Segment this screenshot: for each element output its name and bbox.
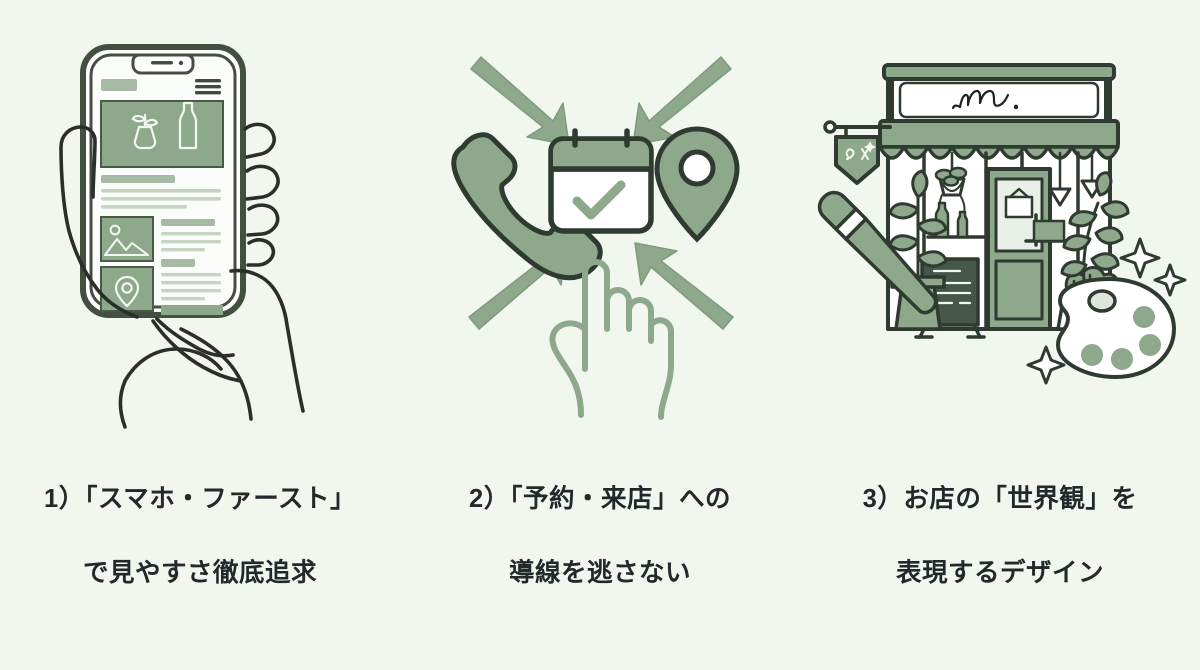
caption-1: 1）「スマホ・ファースト」 で見やすさ徹底追求 bbox=[0, 444, 400, 629]
arrow-top-left bbox=[470, 56, 570, 146]
pointing-hand-cursor-icon[interactable] bbox=[549, 259, 674, 420]
climbing-vine bbox=[1060, 171, 1130, 283]
arrow-bottom-right bbox=[634, 242, 734, 330]
illustration-conversion-actions bbox=[400, 14, 800, 444]
bottom-bar bbox=[161, 305, 223, 315]
caption-3: 3）お店の「世界観」を 表現するデザイン bbox=[800, 444, 1200, 629]
arrow-top-right bbox=[632, 56, 732, 146]
script-logo-scribble bbox=[951, 89, 1019, 110]
phone-screen-content bbox=[100, 79, 224, 315]
smartphone-scene-svg bbox=[59, 44, 305, 429]
text-lines-right bbox=[161, 219, 221, 301]
caption-2-line-2: 導線を逃さない bbox=[508, 558, 691, 587]
panel-2: 2）「予約・来店」への 導線を逃さない bbox=[400, 0, 800, 670]
hero-image-block bbox=[100, 100, 224, 168]
bottle-icon bbox=[178, 101, 198, 150]
shop-signboard bbox=[882, 63, 1116, 123]
shop-door[interactable] bbox=[986, 167, 1052, 331]
calendar-check-icon[interactable] bbox=[548, 128, 654, 234]
photo-thumbnail-icon[interactable] bbox=[100, 216, 154, 262]
caption-2: 2）「予約・来店」への 導線を逃さない bbox=[400, 444, 800, 629]
caption-1-line-2: で見やすさ徹底追求 bbox=[82, 558, 317, 587]
map-pin-thumbnail-icon[interactable] bbox=[100, 266, 154, 312]
hanging-bracket-sign bbox=[823, 120, 892, 185]
panel-1: 1）「スマホ・ファースト」 で見やすさ徹底追求 bbox=[0, 0, 400, 670]
panel-3: 3）お店の「世界観」を 表現するデザイン bbox=[800, 0, 1200, 670]
hanging-planter bbox=[934, 151, 968, 214]
map-pin-icon[interactable] bbox=[654, 126, 740, 243]
caption-1-line-1: 1）「スマホ・ファースト」 bbox=[44, 484, 356, 513]
hand-outline bbox=[59, 122, 305, 429]
caption-3-line-1: 3）お店の「世界観」を bbox=[862, 484, 1138, 513]
caption-2-line-1: 2）「予約・来店」への bbox=[469, 484, 731, 513]
conversion-scene-svg bbox=[451, 56, 740, 420]
vase-with-leaves-icon bbox=[131, 113, 159, 150]
storefront-scene-svg bbox=[817, 63, 1187, 385]
paintbrush-icon bbox=[817, 190, 938, 315]
sparkle-icon bbox=[1026, 237, 1187, 385]
logo-block bbox=[101, 79, 137, 91]
text-lines-top bbox=[101, 175, 221, 209]
illustration-storefront bbox=[800, 14, 1200, 444]
striped-awning bbox=[878, 119, 1120, 160]
paint-palette-icon bbox=[1056, 277, 1176, 379]
illustration-hand-holding-smartphone bbox=[0, 14, 400, 444]
hamburger-menu-icon[interactable] bbox=[195, 79, 221, 95]
caption-3-line-2: 表現するデザイン bbox=[895, 558, 1104, 587]
